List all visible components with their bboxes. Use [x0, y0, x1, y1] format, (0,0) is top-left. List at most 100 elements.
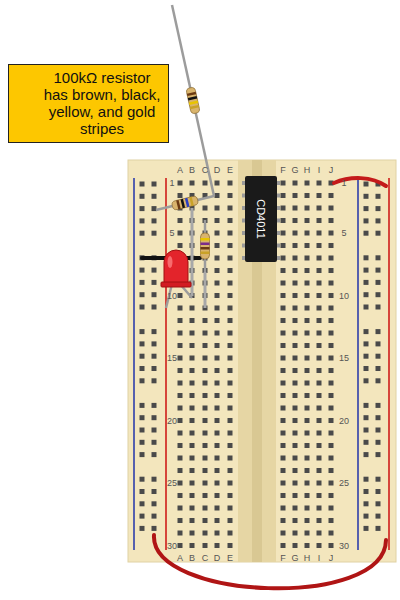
hole: [293, 293, 298, 298]
hole: [152, 206, 157, 211]
hole: [317, 181, 322, 186]
hole: [215, 256, 220, 261]
hole: [178, 306, 183, 311]
hole: [305, 268, 310, 273]
callout-text: 100kΩ resistor has brown, black, yellow,…: [43, 69, 161, 137]
column-letter: I: [318, 166, 321, 175]
hole: [140, 489, 145, 494]
color-band: [187, 92, 196, 96]
column-letter: D: [214, 166, 221, 175]
hole: [364, 341, 369, 346]
hole: [281, 256, 286, 261]
rail-line: [165, 178, 167, 550]
hole: [215, 293, 220, 298]
hole: [376, 403, 381, 408]
hole: [190, 518, 195, 523]
hole: [215, 518, 220, 523]
color-band: [188, 96, 197, 100]
hole: [228, 206, 233, 211]
hole: [215, 481, 220, 486]
hole: [317, 506, 322, 511]
hole: [152, 292, 157, 297]
hole: [376, 428, 381, 433]
hole: [215, 456, 220, 461]
hole: [178, 518, 183, 523]
hole: [228, 218, 233, 223]
hole: [376, 514, 381, 519]
hole: [140, 305, 145, 310]
hole: [281, 181, 286, 186]
resistor-symbol: [156, 196, 214, 211]
hole: [293, 393, 298, 398]
hole: [228, 531, 233, 536]
led-symbol: [161, 250, 192, 308]
hole: [293, 506, 298, 511]
hole: [228, 193, 233, 198]
hole: [329, 243, 334, 248]
hole: [329, 443, 334, 448]
hole: [317, 481, 322, 486]
hole: [228, 431, 233, 436]
hole: [215, 218, 220, 223]
hole: [305, 406, 310, 411]
hole: [329, 306, 334, 311]
hole: [293, 356, 298, 361]
hole: [364, 415, 369, 420]
hole: [329, 468, 334, 473]
hole: [293, 231, 298, 236]
hole: [317, 356, 322, 361]
hole: [215, 368, 220, 373]
hole: [305, 381, 310, 386]
column-letter: A: [177, 166, 183, 175]
hole: [228, 281, 233, 286]
hole: [376, 440, 381, 445]
hole: [329, 406, 334, 411]
row-number: 20: [167, 416, 177, 425]
hole: [376, 231, 381, 236]
hole: [203, 393, 208, 398]
color-band: [189, 197, 194, 206]
hole: [281, 443, 286, 448]
hole: [228, 443, 233, 448]
resistor-symbol: [172, 5, 214, 196]
hole: [364, 231, 369, 236]
row-number: 25: [339, 479, 349, 488]
hole: [305, 531, 310, 536]
hole: [317, 318, 322, 323]
hole: [140, 194, 145, 199]
column-letter: E: [227, 554, 233, 563]
resistor-casing: [186, 87, 200, 114]
hole: [317, 468, 322, 473]
column-letter: G: [291, 554, 298, 563]
jumper-wire: [204, 272, 207, 308]
hole: [305, 181, 310, 186]
hole: [364, 428, 369, 433]
hole: [215, 468, 220, 473]
hole: [140, 218, 145, 223]
hole: [364, 305, 369, 310]
hole: [305, 543, 310, 548]
hole: [293, 193, 298, 198]
hole: [203, 531, 208, 536]
hole: [305, 256, 310, 261]
hole: [364, 378, 369, 383]
hole: [203, 368, 208, 373]
column-letter: E: [227, 166, 233, 175]
hole: [140, 182, 145, 187]
hole: [305, 293, 310, 298]
hole: [376, 366, 381, 371]
hole: [317, 381, 322, 386]
hole: [364, 501, 369, 506]
hole: [140, 477, 145, 482]
hole: [140, 415, 145, 420]
hole: [305, 356, 310, 361]
hole: [178, 493, 183, 498]
hole: [178, 543, 183, 548]
hole: [228, 518, 233, 523]
hole: [178, 531, 183, 536]
hole: [293, 343, 298, 348]
hole: [329, 331, 334, 336]
hole: [329, 393, 334, 398]
hole: [152, 354, 157, 359]
hole: [178, 456, 183, 461]
